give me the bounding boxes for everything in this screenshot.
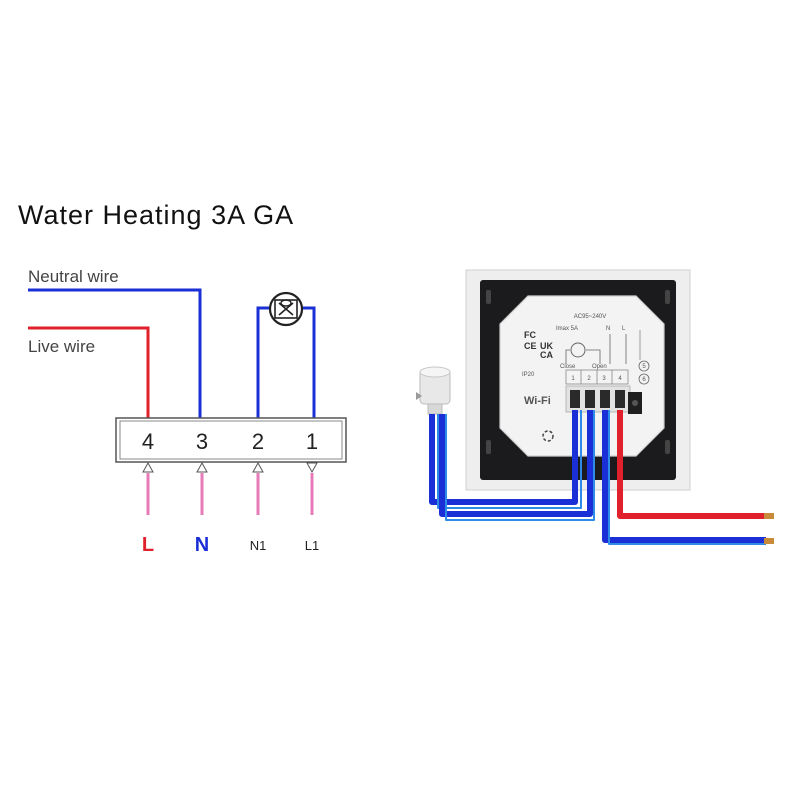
mark-ce: CE — [524, 341, 537, 351]
device-open-label: Open — [592, 364, 607, 370]
terminal-1-label: 1 — [306, 429, 318, 454]
terminal-arrows — [142, 461, 318, 515]
device-wiring — [429, 410, 774, 545]
device-term-5: 5 — [642, 364, 646, 370]
mark-ca: CA — [540, 350, 553, 360]
device-term-3: 3 — [602, 376, 606, 382]
diagram-title: Water Heating 3A GA — [18, 200, 294, 230]
device-close-label: Close — [560, 364, 576, 370]
device-term-2: 2 — [587, 376, 591, 382]
thermostat-back-view: AC95~240V Imax 5A N L FC CE UK CA Close … — [465, 269, 691, 491]
supply-label-l: L — [142, 534, 154, 556]
neutral-wire — [28, 288, 202, 418]
device-term-1: 1 — [571, 376, 575, 382]
live-wire-label: Live wire — [28, 337, 95, 356]
device-ip-rating: IP20 — [522, 372, 535, 378]
terminal-4-label: 4 — [142, 429, 154, 454]
live-wire — [28, 326, 150, 418]
mark-uk: UK — [540, 341, 553, 351]
supply-label-n: N — [195, 534, 209, 556]
device-term-4: 4 — [618, 376, 622, 382]
valve-actuator-symbol — [256, 291, 316, 418]
terminal-2-label: 2 — [252, 429, 264, 454]
device-rating: AC95~240V — [574, 314, 607, 320]
device-top-l: L — [622, 326, 626, 332]
supply-label-l1: L1 — [305, 538, 319, 553]
valve-wire-n1 — [256, 306, 272, 418]
valve-wire-l1 — [300, 306, 316, 418]
neutral-wire-label: Neutral wire — [28, 267, 119, 286]
device-top-n: N — [606, 326, 610, 332]
sensor-probe — [416, 366, 451, 415]
device-term-6: 6 — [642, 377, 646, 383]
device-wifi-label: Wi-Fi — [524, 395, 551, 407]
device-imax: Imax 5A — [556, 326, 578, 332]
reset-button-icon — [542, 430, 554, 442]
mark-fc: FC — [524, 330, 536, 340]
terminal-3-label: 3 — [196, 429, 208, 454]
terminal-block: 4 3 2 1 — [115, 417, 347, 463]
supply-label-n1: N1 — [250, 538, 267, 553]
